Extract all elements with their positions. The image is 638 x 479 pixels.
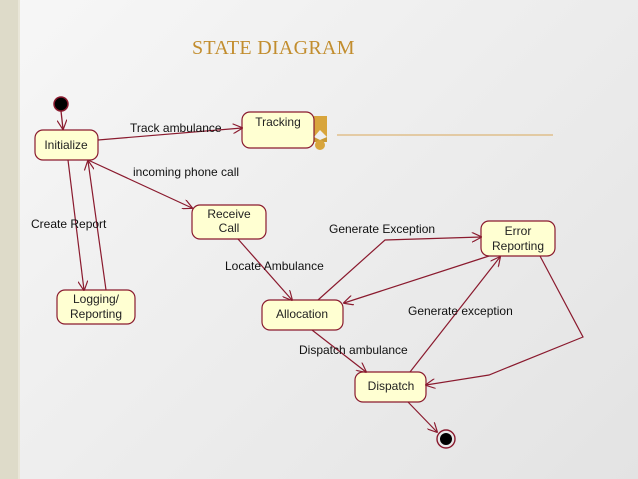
label-track-ambulance: Track ambulance: [130, 121, 222, 135]
state-label-call: Call: [219, 221, 240, 235]
edge-initialize-to-tracking: [97, 128, 242, 141]
final-state: [436, 429, 456, 449]
state-initialize: Initialize: [34, 129, 99, 161]
state-label-initialize: Initialize: [44, 138, 88, 152]
state-allocation: Allocation: [261, 299, 344, 331]
state-label-error-reporting: Reporting: [492, 239, 544, 253]
edge-initial-to-initialize: [61, 110, 63, 129]
edge-error-to-allocation: [344, 255, 490, 303]
label-generate-exception-upper: Generate Exception: [329, 222, 435, 236]
left-decorative-band: [0, 0, 20, 479]
label-dispatch-ambulance: Dispatch ambulance: [299, 343, 408, 357]
edge-allocation-to-error: [317, 237, 481, 301]
state-label-reporting: Reporting: [70, 307, 122, 321]
label-incoming-phone-call: incoming phone call: [133, 165, 239, 179]
edge-dispatch-to-error: [409, 257, 500, 373]
dogear-flag-icon: [314, 116, 327, 150]
page-title: STATE DIAGRAM: [192, 37, 355, 59]
edge-receive-call-to-allocation: [237, 238, 292, 300]
state-receive-call: Receive Call: [191, 204, 267, 240]
edge-initialize-to-receive-call: [87, 159, 192, 208]
label-create-report: Create Report: [31, 217, 107, 231]
state-dispatch: Dispatch: [354, 371, 427, 403]
state-logging-reporting: Logging/ Reporting: [56, 289, 136, 325]
state-label-tracking: Tracking: [255, 115, 301, 129]
edge-initialize-to-logging: [67, 159, 84, 290]
edge-logging-to-initialize: [88, 161, 107, 291]
state-label-error: Error: [505, 224, 532, 238]
state-error-reporting: Error Reporting: [480, 220, 556, 257]
edge-dispatch-to-final: [407, 401, 437, 432]
state-label-receive: Receive: [207, 207, 251, 221]
state-tracking: Tracking: [241, 111, 315, 149]
state-label-allocation: Allocation: [276, 307, 328, 321]
label-locate-ambulance: Locate Ambulance: [225, 259, 324, 273]
edge-allocation-to-dispatch: [311, 329, 366, 372]
state-label-logging: Logging/: [73, 292, 120, 306]
label-generate-exception-lower: Generate exception: [408, 304, 513, 318]
initial-state: [53, 96, 69, 112]
state-label-dispatch: Dispatch: [368, 379, 415, 393]
edge-error-to-dispatch: [426, 255, 584, 385]
